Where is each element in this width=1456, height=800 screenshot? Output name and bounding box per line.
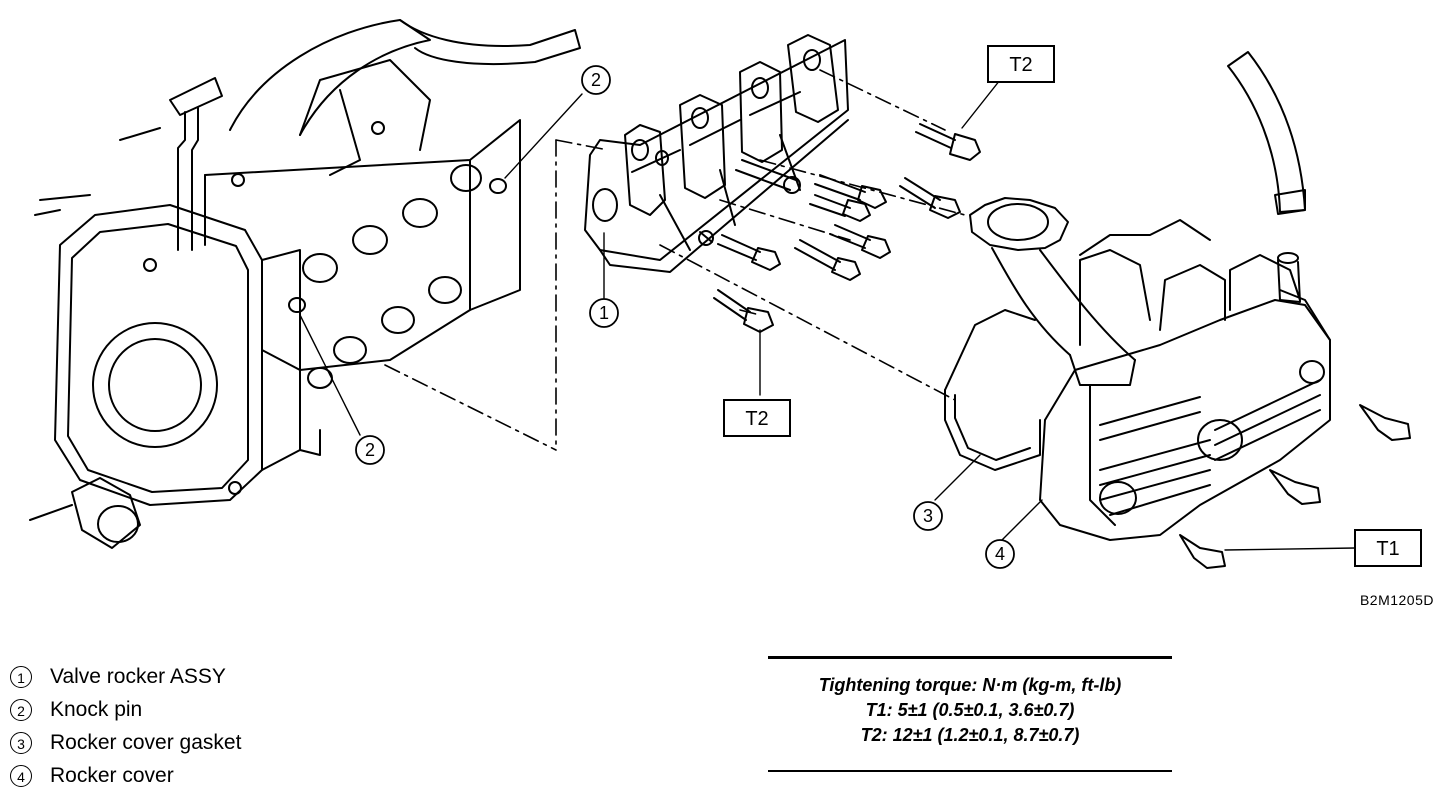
figure-id: B2M1205D — [1359, 592, 1434, 608]
callout-3: 3 — [913, 501, 943, 531]
torque-heading: Tightening torque: N·m (kg-m, ft-lb) — [818, 675, 1122, 695]
svg-text:T1: T1 — [1376, 538, 1399, 560]
svg-text:T2: T2 — [745, 408, 768, 430]
leader-lines — [299, 79, 1356, 551]
svg-text:1: 1 — [599, 303, 609, 323]
legend-item: 3 Rocker cover gasket — [10, 726, 241, 759]
svg-text:4: 4 — [995, 544, 1005, 564]
valve-rocker-assy — [584, 34, 849, 273]
torque-label-t2-top: T2 — [987, 45, 1055, 83]
torque-spec-table: Tightening torque: N·m (kg-m, ft-lb) T1:… — [768, 656, 1172, 772]
torque-label-t2-bottom: T2 — [723, 399, 791, 437]
legend-text: Valve rocker ASSY — [50, 665, 226, 688]
callout-1: 1 — [589, 298, 619, 328]
torque-label-t1: T1 — [1354, 529, 1422, 567]
svg-text:3: 3 — [923, 506, 933, 526]
exploded-diagram: 1 2 2 3 4 T2 T2 T1 — [29, 19, 1422, 569]
legend-text: Rocker cover gasket — [50, 731, 242, 754]
callout-2-bottom: 2 — [355, 435, 385, 465]
legend-number: 1 — [10, 665, 32, 688]
callout-2-top: 2 — [581, 65, 611, 95]
parts-legend: 1 Valve rocker ASSY 2 Knock pin 3 Rocker… — [10, 660, 241, 792]
svg-text:2: 2 — [365, 440, 375, 460]
torque-t1: T1: 5±1 (0.5±0.1, 3.6±0.7) — [865, 700, 1075, 720]
svg-text:2: 2 — [591, 70, 601, 90]
engine-block — [29, 19, 581, 549]
bolts-t2 — [713, 123, 981, 333]
legend-item: 4 Rocker cover — [10, 759, 241, 792]
callout-4: 4 — [985, 539, 1015, 569]
rocker-cover — [969, 51, 1331, 541]
svg-text:T2: T2 — [1009, 54, 1032, 76]
legend-text: Rocker cover — [50, 764, 174, 787]
legend-number: 2 — [10, 698, 32, 721]
legend-item: 1 Valve rocker ASSY — [10, 660, 241, 693]
torque-t2: T2: 12±1 (1.2±0.1, 8.7±0.7) — [860, 725, 1080, 745]
legend-number: 3 — [10, 731, 32, 754]
legend-number: 4 — [10, 764, 32, 787]
bolts-t1 — [1179, 404, 1411, 569]
rocker-cover-gasket — [944, 219, 1211, 471]
legend-item: 2 Knock pin — [10, 693, 241, 726]
legend-text: Knock pin — [50, 698, 143, 721]
